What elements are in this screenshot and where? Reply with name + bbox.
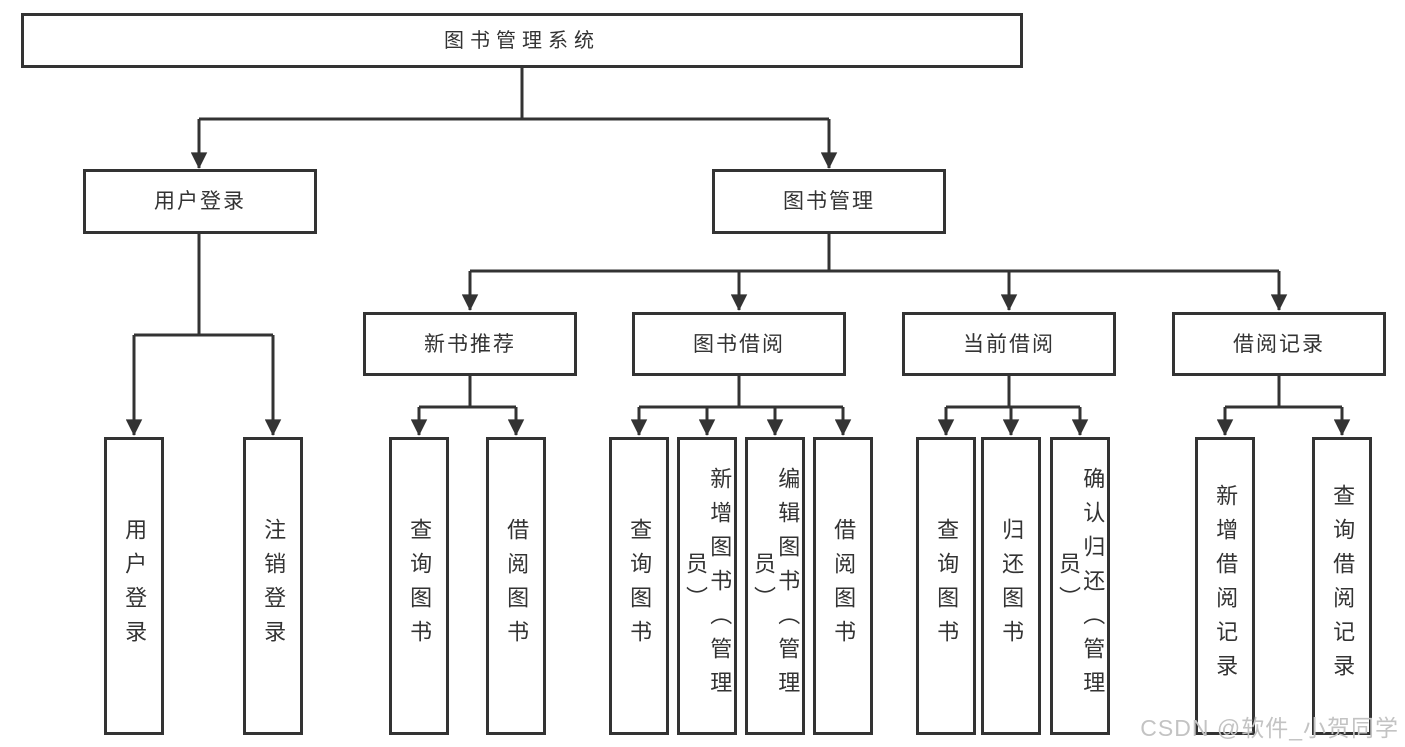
leaf-br-add-record: 新增借阅记录 bbox=[1195, 437, 1255, 735]
leaf-bb-add-book-label: 新增图书（管理员） bbox=[683, 467, 733, 705]
node-current-borrow-label: 当前借阅 bbox=[963, 332, 1055, 356]
node-current-borrow: 当前借阅 bbox=[902, 312, 1116, 376]
leaf-bb-borrow-book: 借阅图书 bbox=[813, 437, 873, 735]
leaf-bb-query-book-label: 查询图书 bbox=[627, 518, 653, 654]
node-book-mgmt-label: 图书管理 bbox=[783, 190, 875, 213]
leaf-user-login-label: 用户登录 bbox=[122, 518, 148, 654]
leaf-bb-add-book: 新增图书（管理员） bbox=[677, 437, 737, 735]
leaf-user-login: 用户登录 bbox=[104, 437, 164, 735]
book-mgmt-connectors bbox=[461, 234, 1288, 311]
node-user-login: 用户登录 bbox=[83, 169, 317, 234]
current-borrow-connectors bbox=[937, 376, 1089, 436]
leaf-cb-return-book-label: 归还图书 bbox=[999, 518, 1025, 654]
leaf-cb-confirm-return-label: 确认归还（管理员） bbox=[1056, 467, 1106, 705]
leaf-nb-query-book: 查询图书 bbox=[389, 437, 449, 735]
leaf-cb-query-book-label: 查询图书 bbox=[934, 518, 960, 654]
leaf-logout-label: 注销登录 bbox=[261, 518, 287, 654]
leaf-bb-edit-book: 编辑图书（管理员） bbox=[745, 437, 805, 735]
node-new-book-label: 新书推荐 bbox=[424, 332, 516, 356]
leaf-cb-query-book: 查询图书 bbox=[916, 437, 976, 735]
leaf-nb-borrow-book: 借阅图书 bbox=[486, 437, 546, 735]
node-borrow-record: 借阅记录 bbox=[1172, 312, 1386, 376]
leaf-br-query-record-label: 查询借阅记录 bbox=[1330, 484, 1356, 688]
leaf-cb-return-book: 归还图书 bbox=[981, 437, 1041, 735]
node-book-borrow-label: 图书借阅 bbox=[693, 332, 785, 356]
node-book-mgmt: 图书管理 bbox=[712, 169, 946, 234]
leaf-nb-query-book-label: 查询图书 bbox=[407, 518, 433, 654]
leaf-bb-query-book: 查询图书 bbox=[609, 437, 669, 735]
node-root: 图书管理系统 bbox=[21, 13, 1023, 68]
book-borrow-connectors bbox=[630, 376, 852, 436]
root-connectors bbox=[190, 68, 838, 169]
leaf-cb-confirm-return: 确认归还（管理员） bbox=[1050, 437, 1110, 735]
leaf-br-add-record-label: 新增借阅记录 bbox=[1213, 484, 1239, 688]
leaf-logout: 注销登录 bbox=[243, 437, 303, 735]
new-book-connectors bbox=[410, 376, 525, 436]
node-borrow-record-label: 借阅记录 bbox=[1233, 332, 1325, 356]
node-book-borrow: 图书借阅 bbox=[632, 312, 846, 376]
user-login-connectors bbox=[125, 234, 282, 436]
leaf-br-query-record: 查询借阅记录 bbox=[1312, 437, 1372, 735]
node-new-book: 新书推荐 bbox=[363, 312, 577, 376]
csdn-watermark: CSDN @软件_小贺同学 bbox=[1140, 715, 1399, 741]
leaf-bb-borrow-book-label: 借阅图书 bbox=[831, 518, 857, 654]
leaf-nb-borrow-book-label: 借阅图书 bbox=[504, 518, 530, 654]
borrow-record-connectors bbox=[1216, 376, 1351, 436]
leaf-bb-edit-book-label: 编辑图书（管理员） bbox=[751, 467, 801, 705]
node-root-label: 图书管理系统 bbox=[444, 29, 600, 52]
node-user-login-label: 用户登录 bbox=[154, 190, 246, 213]
